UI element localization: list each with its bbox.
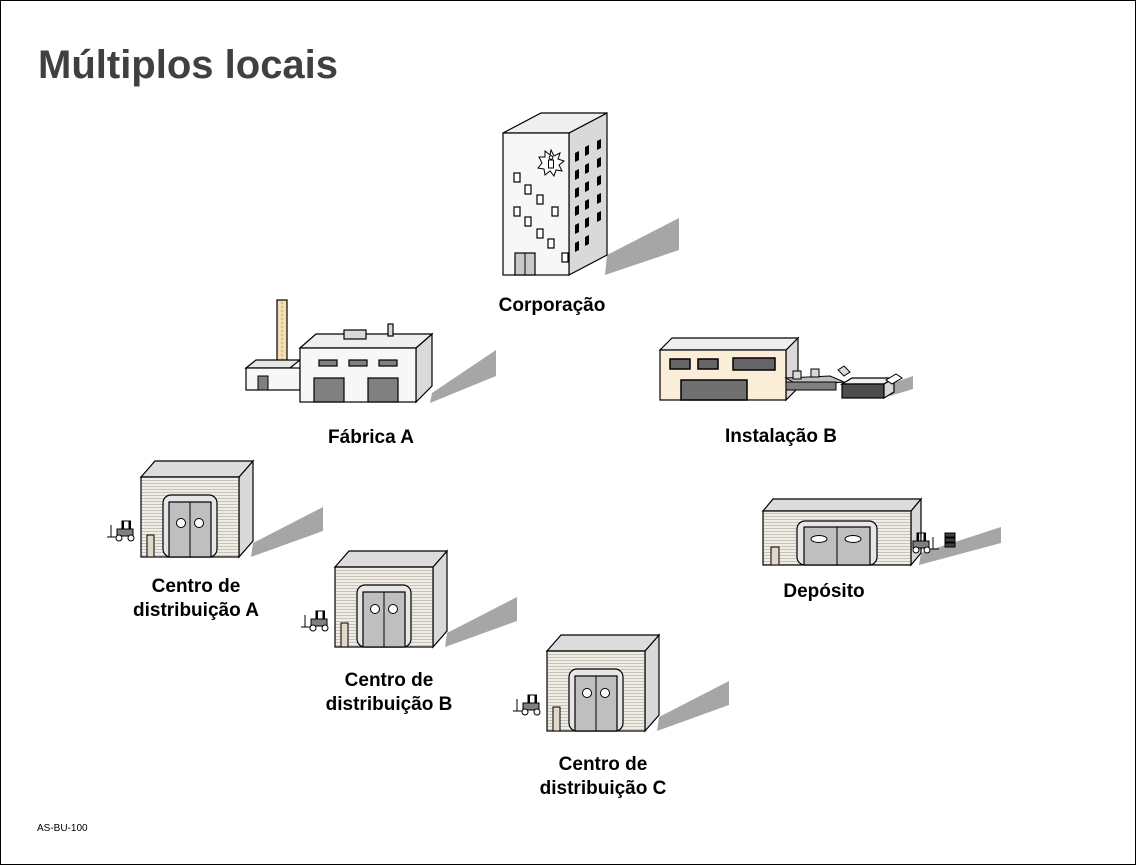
corporation-label: Corporação xyxy=(498,295,606,316)
dc-a-label-line1: Centro de xyxy=(151,576,241,597)
warehouse-icon xyxy=(761,497,1001,567)
dc-a-label-line2: distribuição A xyxy=(133,600,259,621)
dc-b-label-line2: distribuição B xyxy=(325,694,453,715)
slide-footer-code: AS-BU-100 xyxy=(37,823,88,834)
factory-icon xyxy=(244,299,496,404)
plant-conveyor-icon xyxy=(658,336,913,402)
dc-b-label-line1: Centro de xyxy=(344,670,434,691)
distribution-center-icon xyxy=(107,459,323,559)
warehouse-label: Depósito xyxy=(783,581,865,602)
distribution-center-icon xyxy=(301,549,517,649)
slide-title: Múltiplos locais xyxy=(38,43,339,87)
distribution-center-icon xyxy=(513,633,729,733)
office-tower-icon xyxy=(502,112,679,276)
installation-b-label: Instalação B xyxy=(725,426,837,447)
dc-c-label-line1: Centro de xyxy=(558,754,648,775)
dc-c-label-line2: distribuição C xyxy=(539,778,667,799)
factory-a-label: Fábrica A xyxy=(328,427,414,448)
